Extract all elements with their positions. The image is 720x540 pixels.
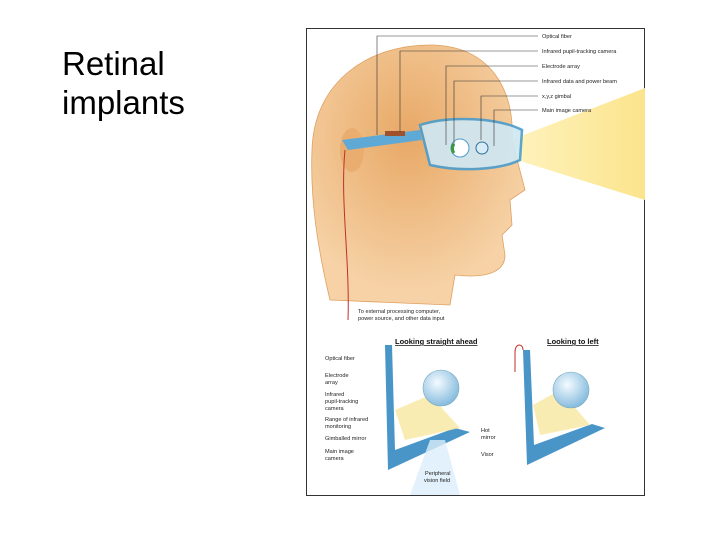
main-image-camera (475, 141, 489, 155)
optical-fiber-cable (343, 149, 349, 321)
leader-lines (376, 35, 538, 146)
label-infrared: Infrared (325, 392, 344, 398)
heading-looking-left: Looking to left (547, 337, 599, 346)
head-profile (311, 44, 526, 306)
visor-frame-left (385, 345, 470, 470)
label-camera: camera (325, 406, 345, 412)
slide-title: Retinal implants (62, 45, 185, 121)
label-peripheral: Peripheral (425, 471, 451, 477)
label-main-camera: Main image camera (542, 108, 592, 114)
top-labels: Optical fiber Infrared pupil-tracking ca… (542, 34, 617, 114)
label-optical-fiber: Optical fiber (542, 34, 572, 40)
label-gimballed-mirror: Gimballed mirror (325, 436, 366, 442)
label-range-infrared: Range of infrared (325, 417, 368, 423)
label-vision-field: vision field (424, 478, 450, 484)
cable-note-2: power source, and other data input (358, 316, 445, 322)
visor-frame-right (523, 350, 605, 465)
eyeball-right (552, 371, 590, 409)
label-pupil-tracking: pupil-tracking (325, 399, 358, 405)
label-mirror: mirror (481, 435, 496, 441)
label-camera-2: camera (325, 456, 345, 462)
label-electrode-array: Electrode array (542, 64, 580, 70)
label-array: array (325, 380, 338, 386)
eyeball-left (422, 369, 460, 407)
image-beam (485, 88, 645, 200)
label-gimbal: x,y,z gimbal (542, 94, 571, 100)
label-pupil-camera: Infrared pupil-tracking camera (542, 49, 617, 55)
fiber-right (514, 344, 524, 372)
heading-straight-ahead: Looking straight ahead (395, 337, 478, 346)
label-electrode: Electrode (325, 373, 349, 379)
cable-note-1: To external processing computer, (358, 309, 441, 315)
label-monitoring: monitoring (325, 424, 351, 430)
label-hot: Hot (481, 428, 490, 434)
pupil-camera (385, 131, 405, 136)
glasses-visor (418, 117, 524, 171)
label-visor: Visor (481, 452, 494, 458)
label-infrared-beam: Infrared data and power beam (542, 79, 617, 85)
label-optical-fiber-2: Optical fiber (325, 356, 355, 362)
label-main-image: Main image (325, 449, 354, 455)
